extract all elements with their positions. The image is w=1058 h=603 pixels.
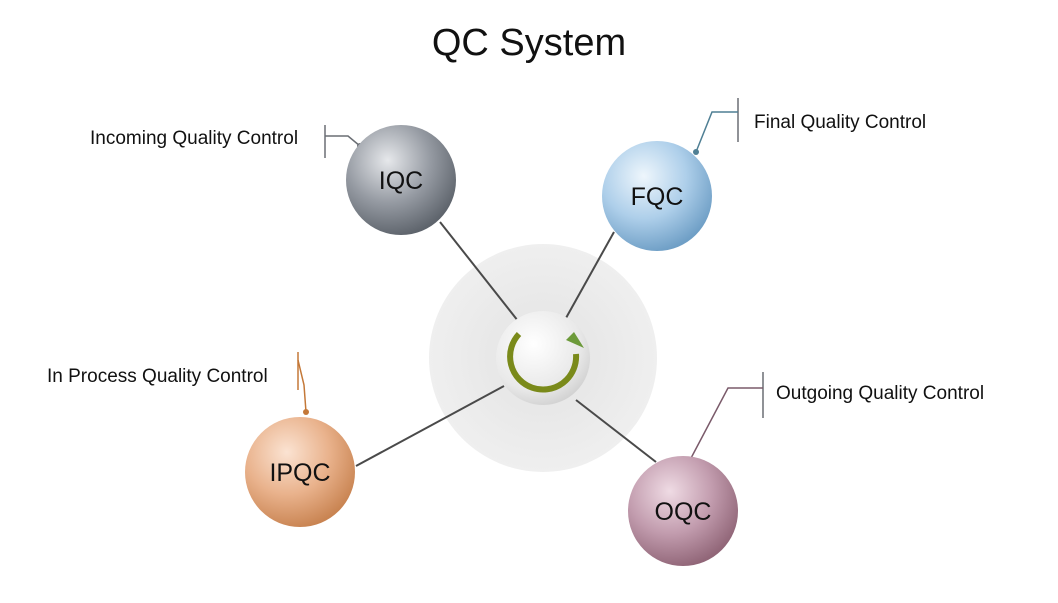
spoke-oqc bbox=[575, 399, 657, 463]
callout-leader-ipqc bbox=[297, 359, 307, 413]
callout-label-iqc: Incoming Quality Control bbox=[90, 128, 299, 149]
callout-leader-iqc bbox=[325, 135, 361, 147]
spoke-fqc bbox=[565, 231, 615, 319]
hub-cycle-ring bbox=[507, 331, 580, 393]
callouts bbox=[297, 98, 764, 461]
callout-leader-oqc bbox=[689, 387, 763, 461]
callout-leader-fqc bbox=[695, 111, 738, 153]
node-oqc-sphere bbox=[628, 456, 738, 566]
node-fqc: FQC bbox=[602, 141, 712, 251]
node-ipqc-label: IPQC bbox=[269, 459, 330, 487]
callout-dot-fqc bbox=[693, 149, 699, 155]
node-iqc-sphere bbox=[346, 125, 456, 235]
callout-label-ipqc: In Process Quality Control bbox=[47, 366, 268, 387]
node-oqc: OQC bbox=[628, 456, 738, 566]
node-oqc-label: OQC bbox=[655, 498, 712, 526]
hub-cycle-arrow-icon bbox=[566, 332, 584, 348]
node-fqc-sphere bbox=[602, 141, 712, 251]
callout-label-fqc: Final Quality Control bbox=[754, 112, 927, 133]
node-iqc-label: IQC bbox=[379, 167, 423, 195]
spoke-ipqc bbox=[355, 385, 505, 467]
diagram-title: QC System bbox=[431, 22, 627, 64]
spoke-iqc bbox=[439, 221, 523, 327]
callout-label-oqc: Outgoing Quality Control bbox=[776, 383, 985, 404]
callout-dot-ipqc bbox=[303, 409, 309, 415]
node-ipqc-sphere bbox=[245, 417, 355, 527]
node-ipqc: IPQC bbox=[245, 417, 355, 527]
node-fqc-label: FQC bbox=[631, 183, 684, 211]
node-iqc: IQC bbox=[346, 125, 456, 235]
